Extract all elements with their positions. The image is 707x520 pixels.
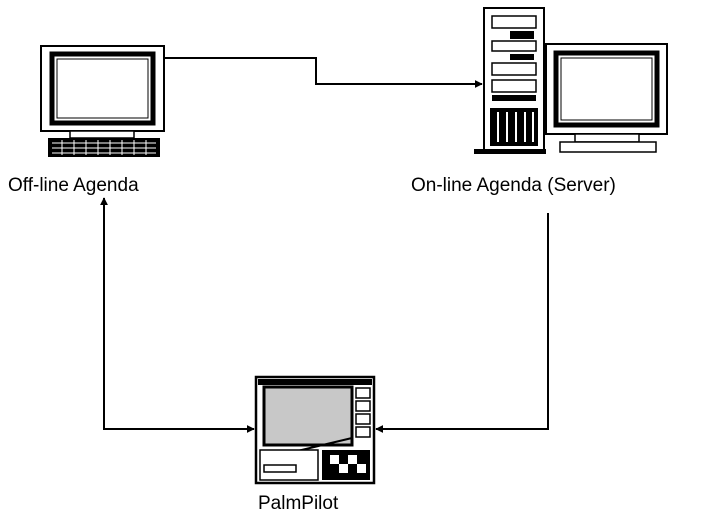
server-tower-icon	[474, 7, 546, 154]
palm-offline-sync-arrow	[100, 197, 255, 433]
desktop-computer-icon	[40, 45, 165, 157]
palm-pilot-icon	[254, 375, 376, 485]
offline-to-server-arrow	[164, 57, 483, 88]
online-agenda-label: On-line Agenda (Server)	[411, 175, 616, 196]
server-monitor-icon	[545, 43, 668, 153]
server-to-palm-arrow	[375, 213, 549, 433]
palmpilot-label: PalmPilot	[258, 493, 339, 514]
offline-agenda-label: Off-line Agenda	[8, 175, 139, 196]
